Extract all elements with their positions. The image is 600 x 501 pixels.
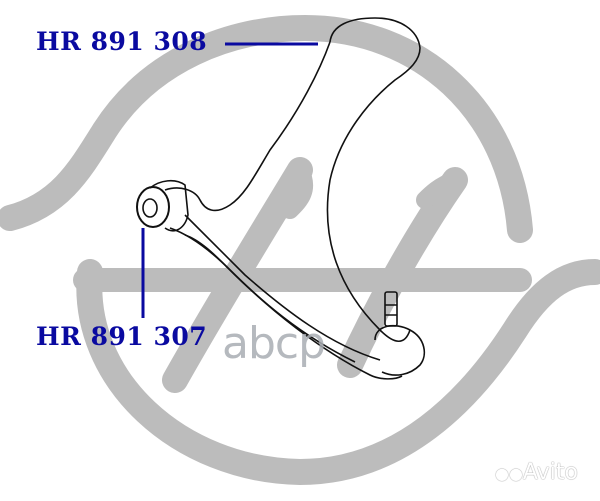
logo-right-stroke [337, 167, 468, 378]
part-label-top: HR 891 308 [36, 27, 208, 56]
bushing-rear [136, 179, 189, 232]
ball-joint [374, 291, 426, 376]
logo-outer-arc [0, 14, 533, 243]
logo-inner-arc [76, 259, 600, 486]
avito-watermark: ●●Avito [495, 460, 578, 485]
arm-outline [326, 17, 421, 343]
logo-left-stroke [162, 157, 313, 393]
arm-lower-inner [184, 214, 381, 361]
arm-lower-edge [169, 227, 403, 380]
arm-top-edge [164, 41, 331, 212]
abcp-watermark: abcp [222, 318, 326, 369]
arm-inner-edge [184, 234, 356, 363]
brand-logo-background [0, 14, 600, 486]
avito-text: Avito [522, 460, 578, 485]
avito-logo-icon: ●● [495, 464, 523, 483]
leader-lines [141, 42, 318, 318]
part-label-bottom: HR 891 307 [36, 322, 208, 351]
control-arm-drawing [136, 17, 426, 380]
logo-hook [281, 161, 464, 219]
